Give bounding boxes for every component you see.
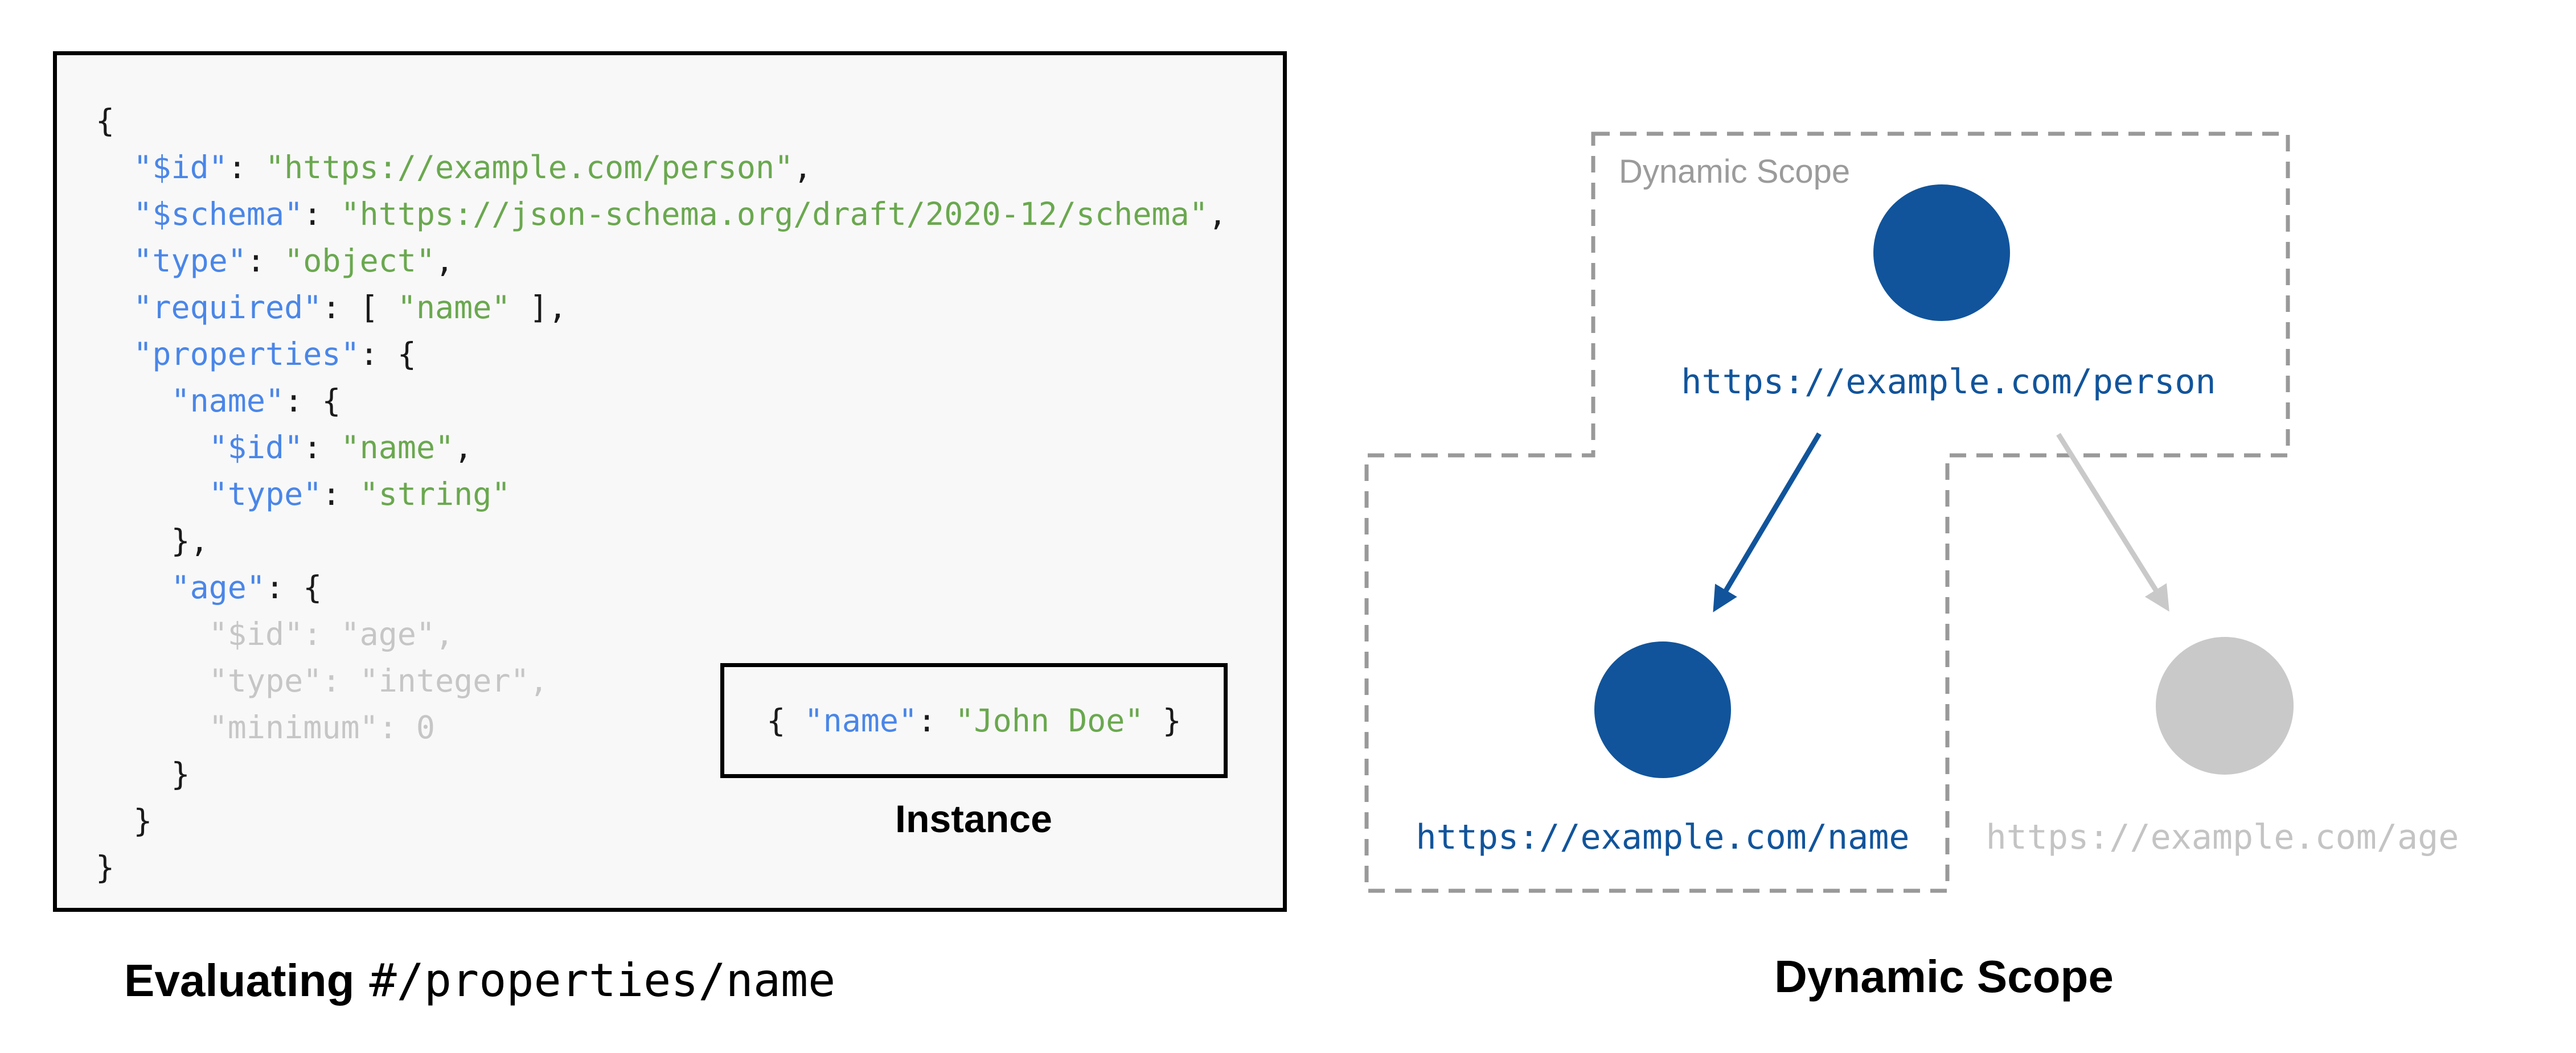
code-segment: "object" [284, 242, 436, 279]
code-segment: : [303, 196, 341, 232]
code-segment: "name" [397, 289, 511, 326]
code-segment [96, 149, 133, 186]
code-segment [96, 289, 133, 326]
code-line: "$schema": "https://json-schema.org/draf… [96, 191, 1227, 237]
scope-boundary-polygon [1364, 131, 2290, 893]
code-segment: "name" [804, 702, 918, 739]
code-segment: "$id": "age", [96, 616, 454, 652]
code-segment: : { [284, 382, 341, 419]
code-segment [96, 242, 133, 279]
code-line: } [96, 797, 1227, 844]
code-line: }, [96, 517, 1227, 564]
code-segment [96, 382, 171, 419]
age-node-icon [2156, 637, 2294, 775]
code-segment: : [246, 242, 285, 279]
code-segment: : { [359, 336, 416, 372]
name-node-label: https://example.com/name [1416, 817, 1910, 857]
arrow-person-to-age-icon [2056, 433, 2169, 612]
age-node-label: https://example.com/age [1986, 817, 2459, 857]
code-line: "type": "string" [96, 471, 1227, 517]
evaluating-caption: Evaluating #/properties/name [124, 954, 835, 1007]
code-line: "type": "integer", [96, 657, 1227, 704]
code-segment: "minimum": 0 [96, 709, 436, 746]
code-segment: : [917, 702, 955, 739]
arrow-person-to-name-icon [1713, 432, 1822, 612]
instance-code: { "name": "John Doe" } [766, 702, 1182, 739]
name-node-icon [1594, 641, 1731, 778]
person-node-label: https://example.com/person [1681, 362, 2216, 402]
code-line: { [96, 97, 1227, 144]
code-segment: "required" [133, 289, 322, 326]
code-line: "minimum": 0 [96, 704, 1227, 751]
code-segment: "type" [133, 242, 247, 279]
code-segment: : [322, 476, 360, 512]
code-segment: : [303, 429, 341, 466]
code-segment: "John Doe" [955, 702, 1144, 739]
code-line: "$id": "age", [96, 611, 1227, 657]
code-segment: "https://json-schema.org/draft/2020-12/s… [341, 196, 1208, 232]
code-segment: "string" [359, 476, 511, 512]
evaluating-caption-bold: Evaluating [124, 955, 355, 1006]
code-lines: { "$id": "https://example.com/person", "… [96, 97, 1227, 891]
code-segment [96, 336, 133, 372]
code-segment: } [1143, 702, 1182, 739]
code-line: "required": [ "name" ], [96, 284, 1227, 331]
dynamic-scope-caption: Dynamic Scope [1774, 951, 2114, 1002]
code-segment [96, 196, 133, 232]
code-segment: } [96, 756, 190, 792]
code-segment [96, 569, 171, 606]
code-segment: , [454, 429, 473, 466]
code-segment: { [766, 702, 805, 739]
code-segment: { [96, 102, 115, 139]
code-line: "type": "object", [96, 237, 1227, 284]
schema-code-panel: { "$id": "https://example.com/person", "… [53, 51, 1287, 912]
code-line: "$id": "name", [96, 424, 1227, 471]
code-segment: "$schema" [133, 196, 303, 232]
code-segment: "type": "integer", [96, 663, 548, 699]
code-segment: } [96, 803, 153, 839]
code-segment: } [96, 849, 115, 886]
code-segment: }, [96, 523, 209, 559]
code-segment: "age" [171, 569, 266, 606]
code-line: "properties": { [96, 331, 1227, 377]
code-segment: "type" [208, 476, 322, 512]
code-segment: , [793, 149, 813, 186]
code-segment [96, 476, 209, 512]
code-segment: "$id" [208, 429, 303, 466]
code-segment: "name" [341, 429, 454, 466]
code-segment: "$id" [133, 149, 228, 186]
code-line: "$id": "https://example.com/person", [96, 144, 1227, 191]
code-segment: : [227, 149, 266, 186]
code-segment: , [435, 242, 454, 279]
code-segment: "properties" [133, 336, 360, 372]
code-segment: "name" [171, 382, 285, 419]
scope-label: Dynamic Scope [1619, 153, 1851, 190]
evaluating-caption-pointer: #/properties/name [369, 954, 836, 1007]
dynamic-scope-outline [1364, 131, 2290, 893]
code-line: "age": { [96, 564, 1227, 611]
code-line: } [96, 751, 1227, 797]
code-segment: "https://example.com/person" [265, 149, 794, 186]
instance-box: { "name": "John Doe" } [720, 663, 1228, 778]
code-line: "name": { [96, 377, 1227, 424]
code-segment: , [1208, 196, 1227, 232]
code-line: } [96, 844, 1227, 891]
person-node-icon [1873, 184, 2010, 321]
code-segment: ], [510, 289, 567, 326]
instance-label: Instance [895, 797, 1052, 841]
code-segment: : { [265, 569, 322, 606]
code-segment [96, 429, 209, 466]
code-segment: : [ [322, 289, 397, 326]
